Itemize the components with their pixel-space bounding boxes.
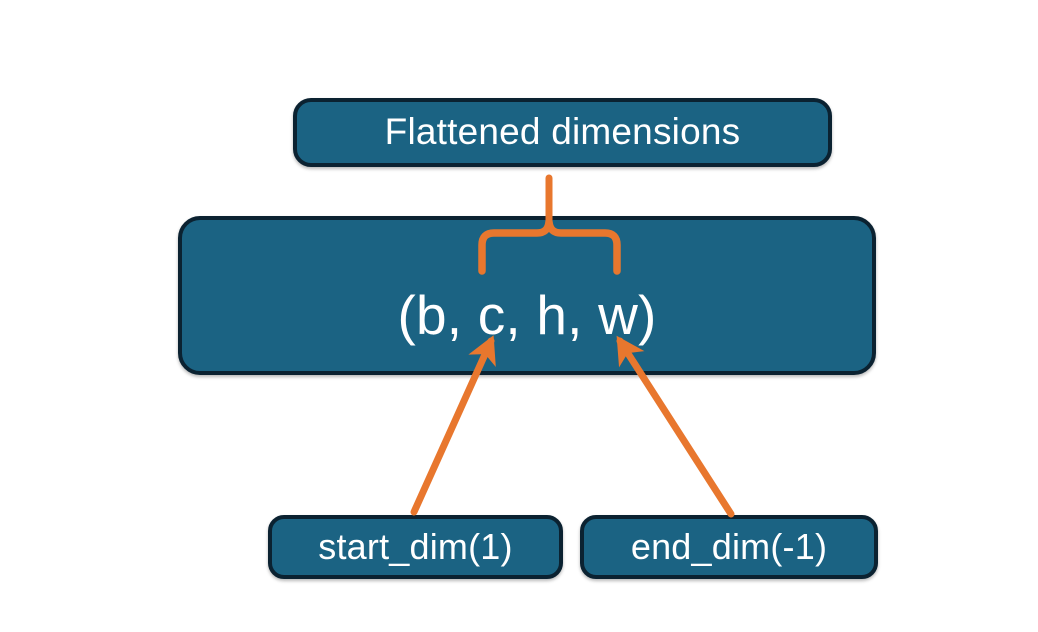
tensor-shape-box: (b, c, h, w) <box>178 216 876 375</box>
flattened-dimensions-box: Flattened dimensions <box>293 98 832 167</box>
end-dim-box: end_dim(-1) <box>580 515 878 579</box>
tensor-shape-label: (b, c, h, w) <box>397 283 657 346</box>
flattened-dimensions-label: Flattened dimensions <box>384 111 741 153</box>
end-dim-label: end_dim(-1) <box>630 526 828 568</box>
start-dim-label: start_dim(1) <box>318 526 513 568</box>
start-dim-box: start_dim(1) <box>268 515 563 579</box>
